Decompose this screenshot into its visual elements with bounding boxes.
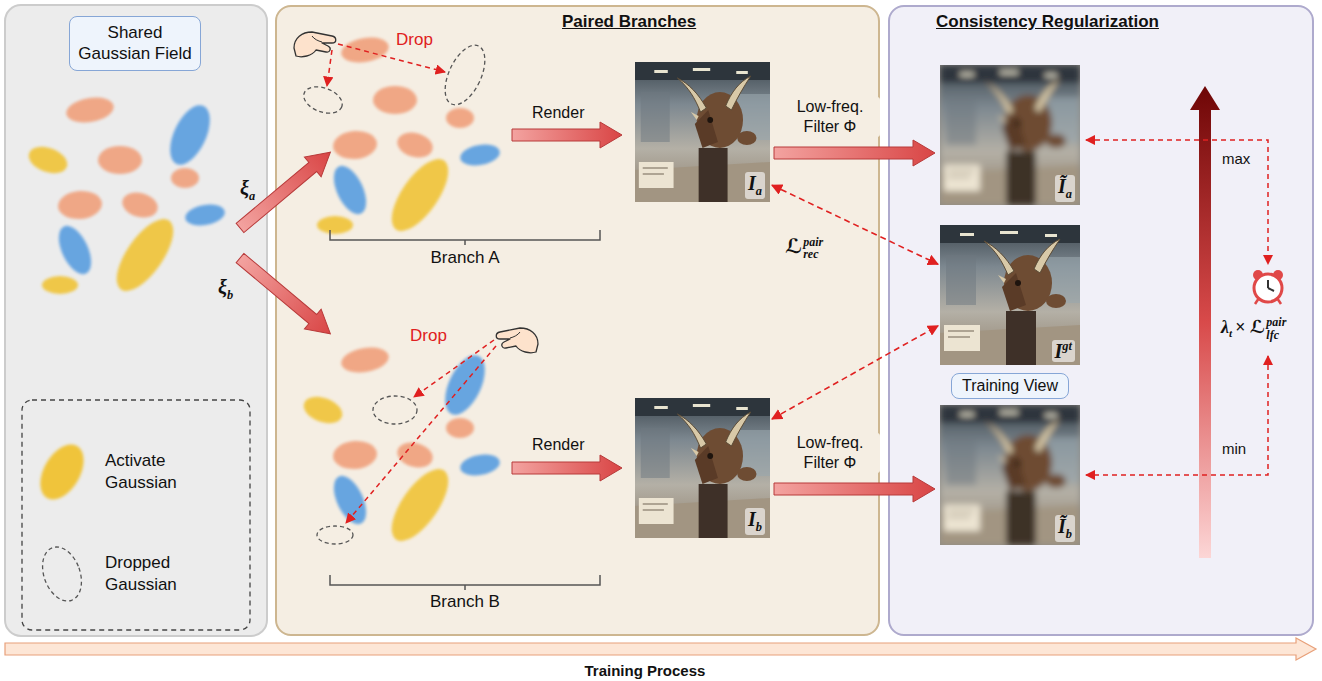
- subscript: b: [227, 288, 233, 302]
- symbol: ξ: [218, 276, 227, 298]
- image-symbol: Ib: [745, 508, 765, 535]
- ramp-min: min: [1222, 440, 1246, 457]
- field-title-box: Shared Gaussian Field: [69, 16, 201, 71]
- symbol: × ℒ: [1235, 317, 1265, 337]
- pair-rec-loss: ℒpairrec: [785, 234, 823, 261]
- drop-label: Drop: [396, 30, 433, 49]
- gaussian-cluster: [120, 189, 161, 221]
- drop-label: Drop: [410, 326, 447, 345]
- image-symbol-index: gt: [1062, 339, 1072, 353]
- timeline-caption: Training Process: [585, 662, 706, 679]
- panel-heading-wrap: Consistency Regularization: [936, 12, 1159, 32]
- weighted-lfc-loss: λt× ℒpairlfc: [1221, 316, 1286, 341]
- drop-label: Drop: [396, 30, 433, 50]
- image-symbol-index: b: [756, 520, 762, 534]
- panel-heading: Consistency Regularization: [936, 12, 1159, 31]
- image-symbol-letter: I: [748, 172, 756, 194]
- gaussian-cluster: [25, 94, 226, 300]
- branch-name: Branch A: [431, 248, 500, 268]
- symbol: λ: [1221, 317, 1229, 337]
- subscript: lfc: [1266, 329, 1286, 342]
- image-symbol: Ĩa: [1055, 175, 1075, 202]
- branch-name: Branch A: [431, 248, 500, 267]
- box-text: Training View: [962, 377, 1058, 395]
- gaussian-cluster: [184, 202, 227, 229]
- gaussian-cluster: [57, 189, 103, 221]
- render-label: Render: [532, 104, 584, 121]
- subscript: t: [1229, 327, 1232, 339]
- legend-frame: [22, 400, 250, 630]
- training-view-box: Training View: [951, 373, 1069, 399]
- drop-label: Drop: [410, 326, 447, 346]
- active-gaussian-sample: [31, 437, 92, 507]
- edge-label: Low-freq. Filter Φ: [780, 97, 880, 137]
- legend-text: Dropped Gaussian: [105, 552, 210, 596]
- gaussian-cluster: [64, 94, 115, 126]
- ramp-max: max: [1222, 150, 1250, 167]
- legend-text: Activate Gaussian: [105, 450, 210, 494]
- legend-entry: Dropped Gaussian: [105, 552, 210, 596]
- image-symbol: Ia: [745, 172, 765, 199]
- panel-heading-wrap: Paired Branches: [562, 12, 696, 32]
- image-symbol-letter: I: [1055, 340, 1063, 362]
- filter-label: Low-freq. Filter Φ: [797, 434, 864, 471]
- noise-symbol: ξb: [218, 275, 233, 303]
- field-panel: [5, 5, 267, 636]
- subscript: a: [249, 189, 255, 203]
- render-label: Render: [532, 436, 584, 453]
- ramp-max: max: [1222, 150, 1250, 167]
- rendered-image: Ia: [635, 62, 770, 202]
- image-symbol-letter: I: [748, 508, 756, 530]
- script-stack: pairrec: [803, 236, 823, 261]
- branch-name: Branch B: [430, 592, 500, 611]
- rendered-image: Ib: [635, 398, 770, 538]
- gaussian-cluster: [162, 99, 218, 171]
- legend-entry: Activate Gaussian: [105, 450, 210, 494]
- timeline-caption: Training Process: [585, 662, 706, 679]
- script-stack: pairlfc: [1266, 316, 1286, 341]
- render-label: Render: [532, 104, 584, 122]
- ramp-min: min: [1222, 440, 1246, 457]
- superscript: pair: [803, 236, 823, 249]
- subscript: rec: [803, 248, 823, 261]
- filtered-image: Ĩa: [940, 65, 1080, 205]
- symbol: ℒ: [785, 235, 802, 257]
- filtered-image: Ĩb: [940, 405, 1080, 545]
- gaussian-cluster: [171, 168, 199, 188]
- image-symbol-index: b: [1066, 527, 1072, 541]
- gaussian-cluster: [98, 146, 142, 174]
- image-symbol-index: a: [756, 184, 762, 198]
- edge-label: Low-freq. Filter Φ: [780, 433, 880, 473]
- gaussian-cluster: [25, 142, 71, 178]
- training-process-arrow: [5, 638, 1316, 660]
- image-symbol-letter: Ĩ: [1058, 515, 1066, 537]
- gaussian-cluster: [42, 276, 78, 294]
- gaussian-cluster: [106, 210, 184, 299]
- dropped-gaussian-sample: [36, 542, 89, 607]
- panel-heading: Paired Branches: [562, 12, 696, 31]
- superscript: pair: [1266, 316, 1286, 329]
- image-symbol-index: a: [1066, 187, 1072, 201]
- symbol: ξ: [240, 177, 249, 199]
- image-symbol: Ĩb: [1055, 515, 1075, 542]
- image-symbol-letter: Ĩ: [1058, 175, 1066, 197]
- image-symbol: Igt: [1052, 340, 1075, 362]
- gaussian-cluster: [52, 221, 98, 279]
- render-label: Render: [532, 436, 584, 454]
- box-text: Shared Gaussian Field: [76, 22, 194, 65]
- branch-name: Branch B: [430, 592, 500, 612]
- ground-truth-image: Igt: [940, 225, 1080, 365]
- filter-label: Low-freq. Filter Φ: [797, 98, 864, 135]
- noise-symbol: ξa: [240, 176, 255, 204]
